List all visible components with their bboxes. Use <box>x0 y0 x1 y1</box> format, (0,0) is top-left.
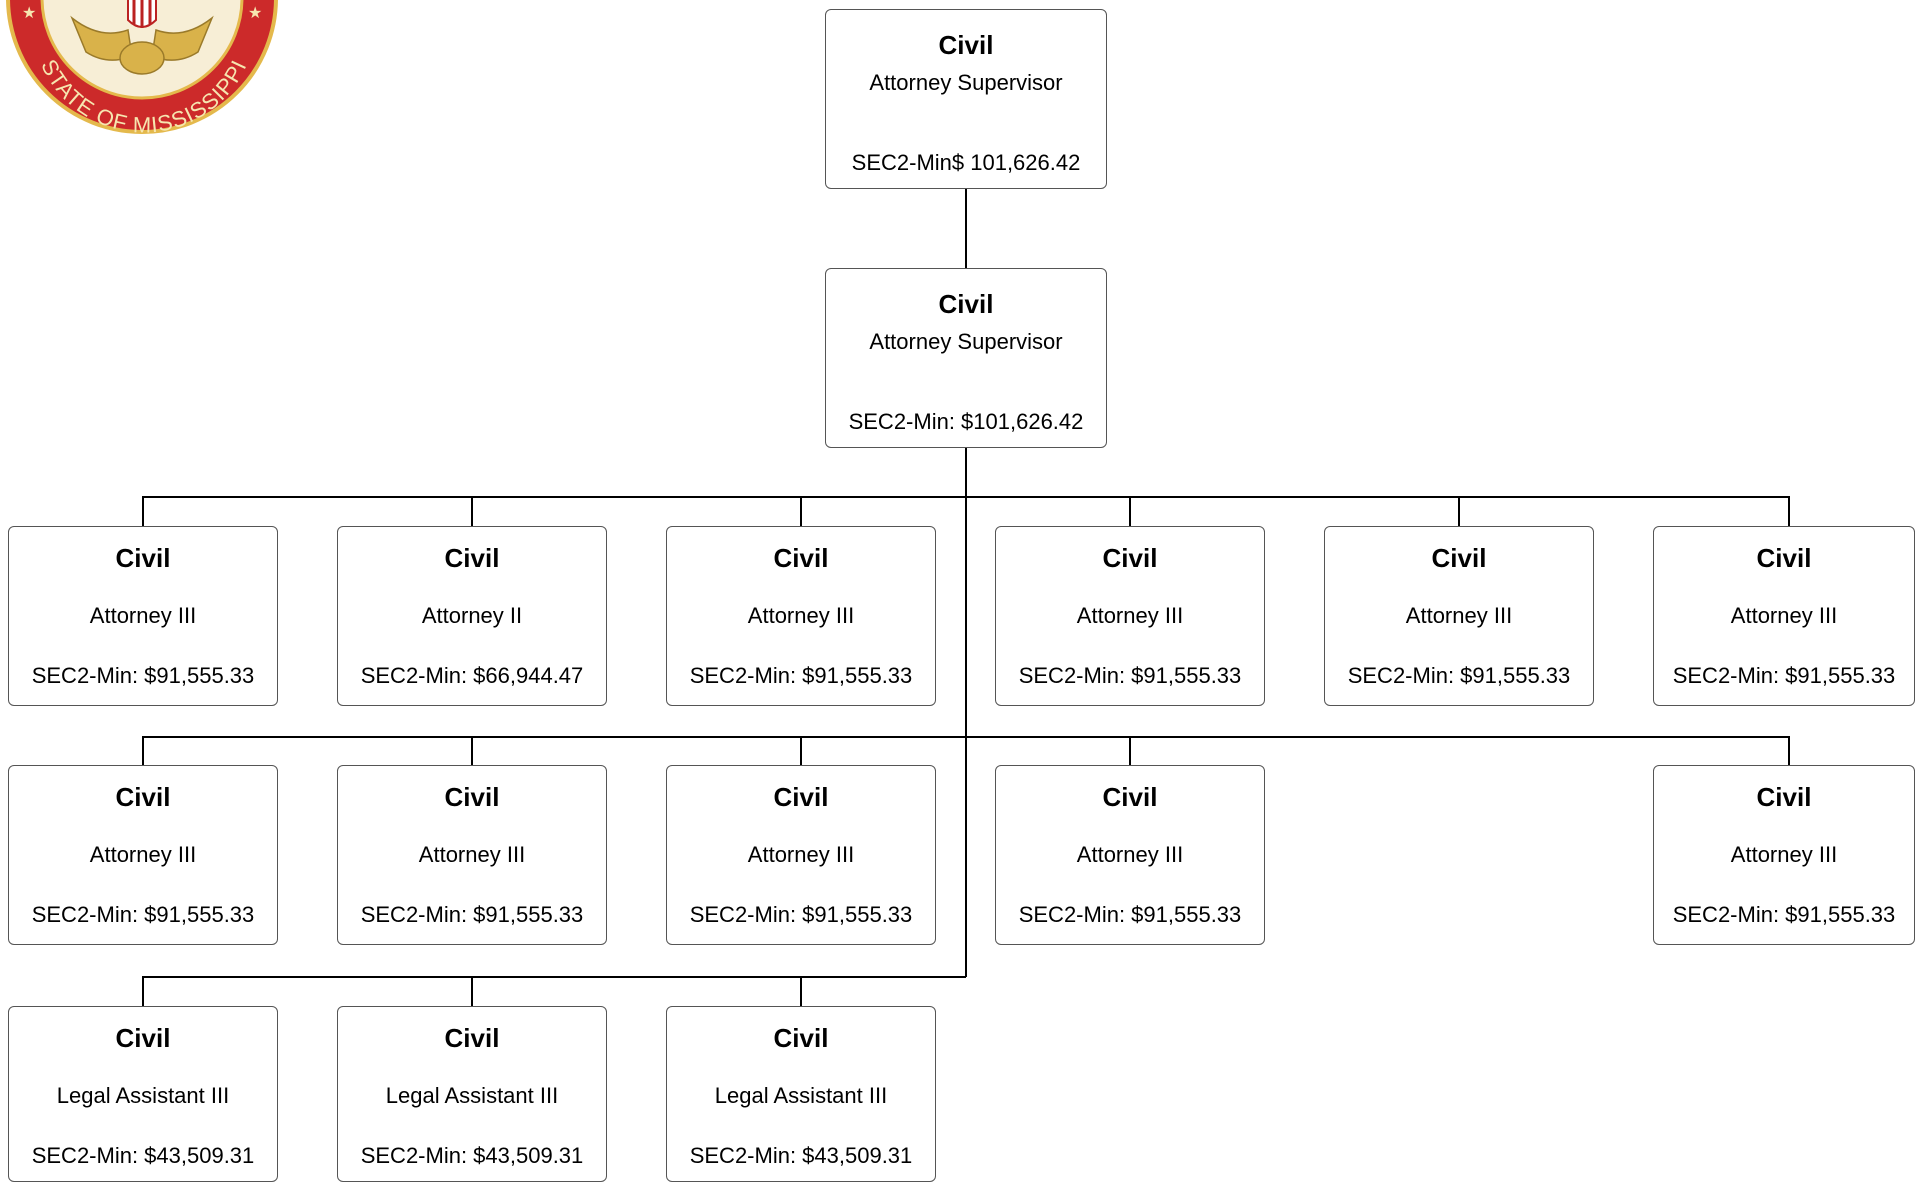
node-salary: SEC2-Min: $101,626.42 <box>848 409 1084 434</box>
svg-text:★: ★ <box>248 5 262 22</box>
node-salary: SEC2-Min: $91,555.33 <box>1018 902 1242 927</box>
org-node: Civil Attorney III SEC2-Min: $91,555.33 <box>666 765 936 945</box>
node-title: Legal Assistant III <box>56 1083 230 1108</box>
org-node: Civil Attorney III SEC2-Min: $91,555.33 <box>8 526 278 706</box>
node-title: Attorney III <box>1076 842 1184 867</box>
org-node: Civil Attorney II SEC2-Min: $66,944.47 <box>337 526 607 706</box>
node-department: Civil <box>938 289 994 319</box>
org-node: Civil Attorney III SEC2-Min: $91,555.33 <box>995 765 1265 945</box>
node-salary: SEC2-Min: $91,555.33 <box>1018 663 1242 688</box>
org-node: Civil Attorney III SEC2-Min: $91,555.33 <box>666 526 936 706</box>
node-department: Civil <box>938 30 994 60</box>
node-salary: SEC2-Min: $91,555.33 <box>1672 902 1896 927</box>
node-title: Attorney Supervisor <box>869 329 1063 354</box>
org-node-civil-attorney-supervisor-top: Civil Attorney Supervisor SEC2-Min$ 101,… <box>825 9 1107 189</box>
org-node: Civil Attorney III SEC2-Min: $91,555.33 <box>1324 526 1594 706</box>
node-department: Civil <box>444 1023 500 1053</box>
node-salary: SEC2-Min: $91,555.33 <box>31 902 255 927</box>
org-node: Civil Legal Assistant III SEC2-Min: $43,… <box>337 1006 607 1182</box>
node-salary: SEC2-Min: $43,509.31 <box>360 1143 584 1168</box>
org-node: Civil Attorney III SEC2-Min: $91,555.33 <box>995 526 1265 706</box>
node-title: Attorney Supervisor <box>869 70 1063 95</box>
node-salary: SEC2-Min: $91,555.33 <box>31 663 255 688</box>
node-title: Attorney III <box>418 842 526 867</box>
org-node: Civil Legal Assistant III SEC2-Min: $43,… <box>8 1006 278 1182</box>
node-title: Attorney III <box>1730 603 1838 628</box>
org-node: Civil Attorney III SEC2-Min: $91,555.33 <box>1653 526 1915 706</box>
node-salary: SEC2-Min: $91,555.33 <box>689 663 913 688</box>
node-department: Civil <box>1756 782 1812 812</box>
node-department: Civil <box>773 543 829 573</box>
node-title: Attorney III <box>1405 603 1513 628</box>
node-title: Attorney III <box>747 603 855 628</box>
node-title: Attorney III <box>1730 842 1838 867</box>
node-salary: SEC2-Min$ 101,626.42 <box>851 150 1081 175</box>
node-department: Civil <box>1756 543 1812 573</box>
org-node-civil-attorney-supervisor: Civil Attorney Supervisor SEC2-Min: $101… <box>825 268 1107 448</box>
node-title: Attorney II <box>421 603 523 628</box>
org-node: Civil Legal Assistant III SEC2-Min: $43,… <box>666 1006 936 1182</box>
node-title: Attorney III <box>1076 603 1184 628</box>
node-salary: SEC2-Min: $66,944.47 <box>360 663 584 688</box>
node-salary: SEC2-Min: $91,555.33 <box>360 902 584 927</box>
org-node: Civil Attorney III SEC2-Min: $91,555.33 <box>1653 765 1915 945</box>
node-salary: SEC2-Min: $91,555.33 <box>1347 663 1571 688</box>
node-department: Civil <box>115 543 171 573</box>
state-seal-logo: STATE OF MISSISSIPPI ★ ★ <box>6 0 278 138</box>
node-title: Attorney III <box>89 603 197 628</box>
org-node: Civil Attorney III SEC2-Min: $91,555.33 <box>8 765 278 945</box>
node-salary: SEC2-Min: $91,555.33 <box>1672 663 1896 688</box>
node-department: Civil <box>444 543 500 573</box>
node-title: Legal Assistant III <box>385 1083 559 1108</box>
node-salary: SEC2-Min: $43,509.31 <box>689 1143 913 1168</box>
node-title: Legal Assistant III <box>714 1083 888 1108</box>
node-department: Civil <box>1102 543 1158 573</box>
svg-text:★: ★ <box>22 5 36 22</box>
node-department: Civil <box>1431 543 1487 573</box>
node-title: Attorney III <box>747 842 855 867</box>
node-salary: SEC2-Min: $43,509.31 <box>31 1143 255 1168</box>
node-salary: SEC2-Min: $91,555.33 <box>689 902 913 927</box>
node-department: Civil <box>773 782 829 812</box>
node-title: Attorney III <box>89 842 197 867</box>
org-node: Civil Attorney III SEC2-Min: $91,555.33 <box>337 765 607 945</box>
node-department: Civil <box>444 782 500 812</box>
node-department: Civil <box>1102 782 1158 812</box>
node-department: Civil <box>773 1023 829 1053</box>
node-department: Civil <box>115 782 171 812</box>
node-department: Civil <box>115 1023 171 1053</box>
